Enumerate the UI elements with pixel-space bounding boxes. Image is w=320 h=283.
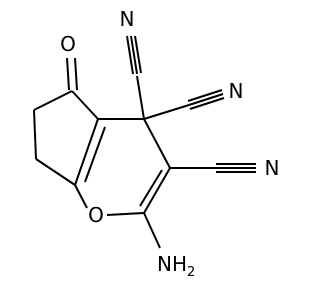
bond-c2-oring	[106, 212, 145, 216]
bond-c2-nh2	[143, 212, 161, 249]
bond-c4-cn-top	[136, 75, 145, 120]
nitrile-top	[126, 35, 145, 120]
amino-group-label: NH2	[157, 252, 195, 280]
bond-cn-top-triple-1	[126, 35, 134, 75]
bond-oring-c7a	[74, 184, 88, 209]
bond-c4-cn-right	[143, 104, 190, 120]
bond-c4-c3	[143, 118, 171, 169]
bond-cn-top-triple-3	[134, 35, 142, 74]
bond-cn-right-triple-2	[188, 93, 224, 106]
bond-c3-c2-double-b	[139, 169, 163, 207]
bond-carbonylc-ch2	[33, 90, 73, 111]
bond-cn-top-triple-2	[130, 35, 138, 75]
nitrile-right	[143, 89, 225, 120]
bond-c3-c2-double-a	[143, 167, 171, 214]
bond-carbonyl-double-a	[66, 57, 70, 91]
bond-c4a-c7a-double-b	[84, 126, 106, 183]
bond-c4a-c7a-double-a	[74, 118, 99, 186]
cyclopentanone-ring	[33, 90, 99, 186]
bond-cn-right-triple-1	[187, 89, 223, 102]
carbonyl-group	[66, 57, 78, 91]
nitrile-c3-nitrogen-label: N	[265, 156, 280, 180]
amino-subscript: 2	[187, 265, 195, 280]
carbonyl-oxygen-label: O	[60, 32, 76, 56]
nitrile-top-nitrogen-label: N	[120, 7, 135, 31]
nitrile-right-nitrogen-label: N	[229, 79, 244, 103]
bond-c5-carbonylc	[71, 90, 99, 120]
pyran-ring	[74, 118, 171, 216]
bond-cn-right-triple-3	[189, 97, 225, 110]
bond-ch2-ch2	[33, 109, 37, 160]
bond-ch2-c7a	[35, 158, 76, 186]
chemical-structure-diagram: O N N N O NH2	[33, 7, 280, 280]
bond-carbonyl-double-b	[74, 57, 78, 91]
nitrile-c3	[170, 163, 256, 173]
amino-nitrogen-text: NH	[157, 252, 187, 276]
ring-oxygen-label: O	[88, 203, 104, 227]
